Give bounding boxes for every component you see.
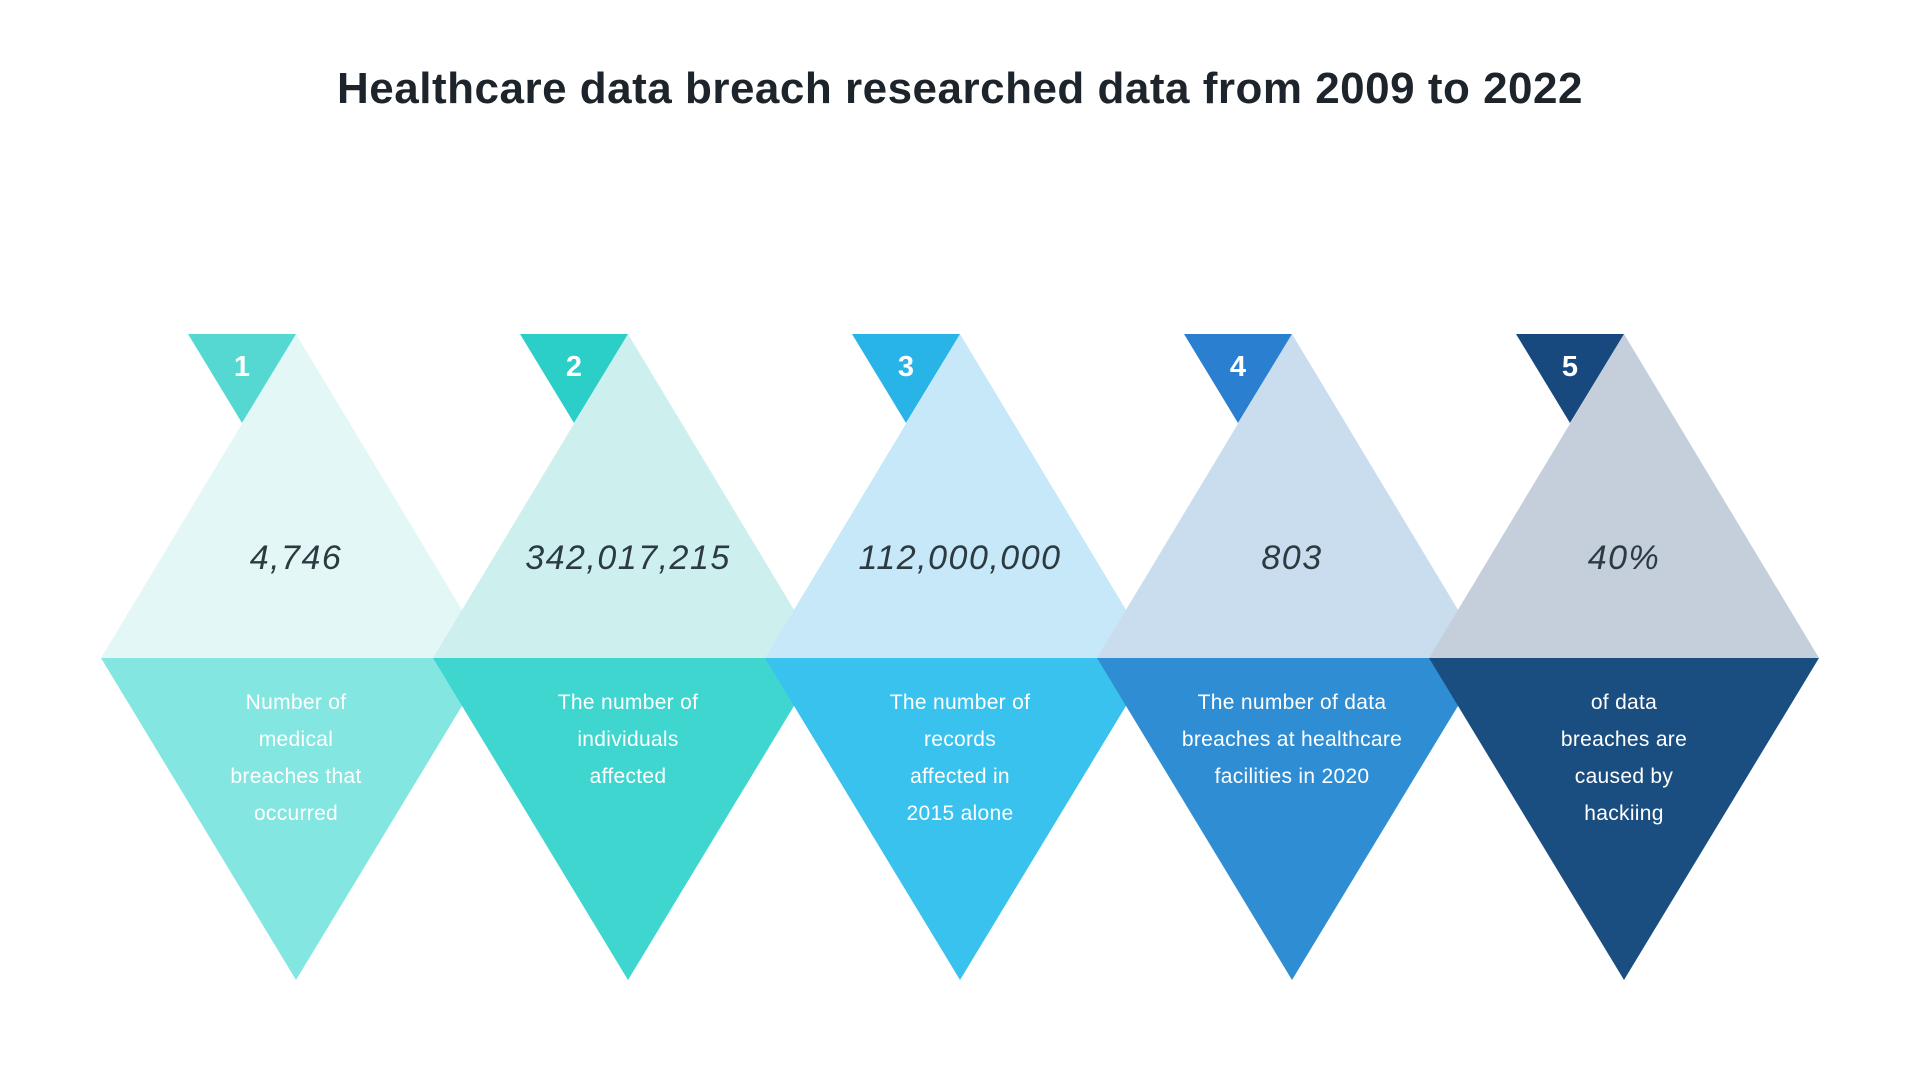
breach-stat-diamond-4: 4 803 The number of data breaches at heal… bbox=[1097, 334, 1487, 980]
stat-description: The number of individuals affected bbox=[498, 684, 758, 795]
stat-description: Number of medical breaches that occurred bbox=[166, 684, 426, 832]
description-line: medical bbox=[258, 728, 334, 751]
description-line: facilities in 2020 bbox=[1214, 765, 1370, 788]
description-line: individuals bbox=[577, 728, 679, 751]
step-number: 1 bbox=[233, 351, 251, 383]
stat-value: 342,017,215 bbox=[525, 539, 731, 577]
description-line: of data bbox=[1590, 691, 1658, 714]
stat-description: The number of records affected in 2015 alon… bbox=[830, 684, 1090, 832]
stat-value: 112,000,000 bbox=[858, 539, 1062, 577]
description-line: caused by bbox=[1574, 765, 1674, 788]
breach-stat-diamond-1: 1 4,746 Number of medical breaches that occ… bbox=[101, 334, 491, 980]
description-line: breaches are bbox=[1560, 728, 1688, 751]
description-line: affected bbox=[589, 765, 667, 788]
stat-value: 803 bbox=[1261, 539, 1323, 577]
step-number: 4 bbox=[1229, 351, 1247, 383]
description-line: hackiing bbox=[1584, 802, 1664, 825]
step-number: 2 bbox=[565, 351, 583, 383]
step-number: 5 bbox=[1561, 351, 1579, 383]
description-line: breaches at healthcare bbox=[1181, 728, 1403, 751]
description-line: The number of bbox=[557, 691, 699, 714]
infographic-title: Healthcare data breach researched data f… bbox=[337, 64, 1583, 113]
description-line: Number of bbox=[245, 691, 347, 714]
description-line: records bbox=[923, 728, 997, 751]
stat-description: The number of data breaches at healthcare… bbox=[1162, 684, 1422, 795]
breach-stat-diamond-3: 3 112,000,000 The number of records affect… bbox=[765, 334, 1155, 980]
breach-stat-diamond-2: 2 342,017,215 The number of individuals af… bbox=[433, 334, 823, 980]
diamond-upper-triangle bbox=[1429, 334, 1819, 658]
stat-description: of data breaches are caused by hackiing bbox=[1494, 684, 1754, 832]
description-line: breaches that bbox=[230, 765, 362, 788]
stat-value: 40% bbox=[1587, 539, 1661, 577]
description-line: 2015 alone bbox=[906, 802, 1014, 825]
step-number: 3 bbox=[897, 351, 915, 383]
description-line: The number of data bbox=[1197, 691, 1387, 714]
description-line: The number of bbox=[889, 691, 1031, 714]
stat-value: 4,746 bbox=[249, 539, 343, 577]
description-line: occurred bbox=[253, 802, 339, 825]
description-line: affected in bbox=[910, 765, 1010, 788]
breach-stat-diamond-5: 5 40% of data breaches are caused by hackii… bbox=[1429, 334, 1819, 980]
